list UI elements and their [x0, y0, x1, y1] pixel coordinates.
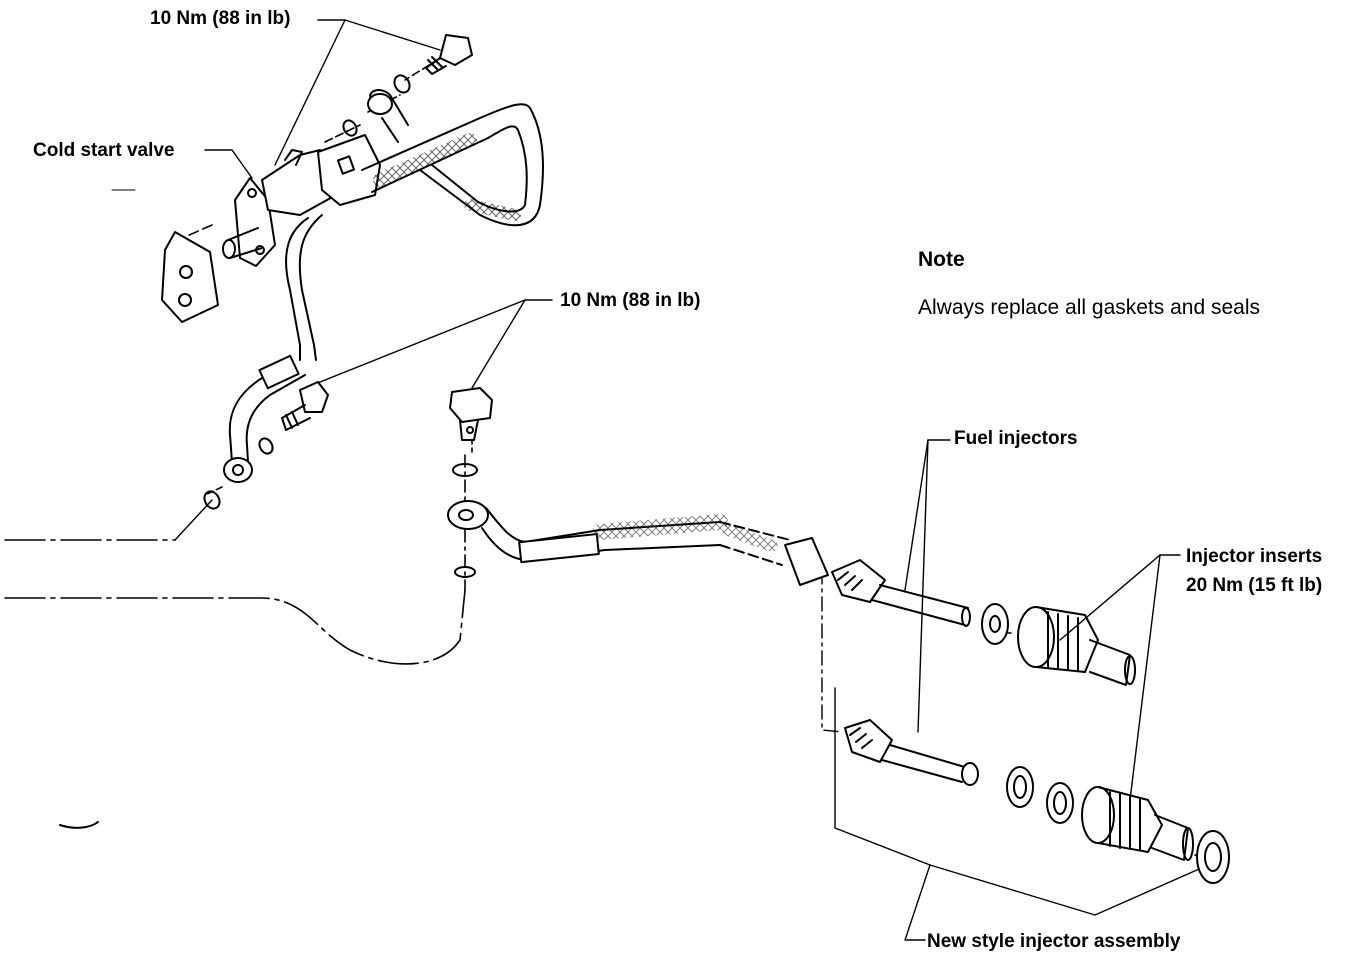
banjo-bolt-center — [449, 387, 493, 441]
injector-insert-lower — [1081, 786, 1194, 861]
new-style-injector-assembly-label: New style injector assembly — [927, 931, 1181, 952]
injector-inserts-torque-label: 20 Nm (15 ft lb) — [1186, 575, 1323, 596]
stray-mark — [59, 821, 99, 829]
note-text: Always replace all gaskets and seals — [918, 296, 1261, 319]
note-title: Note — [918, 248, 965, 271]
cold-start-valve-label: Cold start valve — [33, 140, 175, 161]
lower-left-fuel-line — [203, 354, 306, 510]
fuel-injector-lower — [844, 719, 979, 786]
torque-label-top: 10 Nm (88 in lb) — [150, 8, 291, 29]
leader-lines — [174, 19, 1216, 941]
seal-rings — [981, 603, 1230, 884]
banjo-bolt-left — [281, 381, 329, 431]
sealing-washers-top — [342, 74, 411, 137]
cold-start-valve-assembly — [161, 89, 544, 361]
fuel-injector-upper — [831, 559, 971, 627]
injector-insert-upper — [1017, 606, 1136, 686]
injector-inserts-label: Injector inserts — [1186, 546, 1323, 567]
torque-label-mid: 10 Nm (88 in lb) — [560, 290, 701, 311]
banjo-bolt-top — [425, 34, 473, 75]
center-washers — [452, 463, 478, 578]
fuel-injectors-label: Fuel injectors — [954, 428, 1078, 449]
centerlines — [4, 45, 1216, 861]
center-fuel-line — [447, 500, 829, 586]
